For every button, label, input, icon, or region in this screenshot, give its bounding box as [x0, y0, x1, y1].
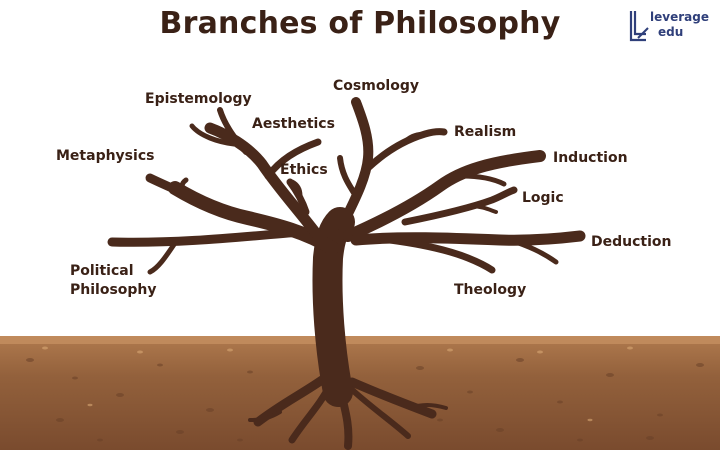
tree-trunk-branches: [107, 97, 586, 407]
page-title: Branches of Philosophy: [159, 6, 561, 41]
label-deduction: Deduction: [591, 234, 672, 250]
label-epistemology: Epistemology: [145, 91, 252, 107]
label-logic: Logic: [522, 190, 564, 206]
label-theology: Theology: [454, 282, 527, 298]
label-ethics: Ethics: [280, 162, 328, 178]
label-political-line2: Philosophy: [70, 282, 157, 298]
label-realism: Realism: [454, 124, 517, 140]
logo-text-edu: edu: [658, 25, 684, 39]
label-political-line1: Political: [70, 263, 134, 279]
book-icon: [629, 11, 649, 42]
leverage-edu-logo: leverage edu: [628, 6, 709, 50]
label-metaphysics: Metaphysics: [56, 148, 155, 164]
label-induction: Induction: [553, 150, 628, 166]
logo-text-leverage: leverage: [650, 10, 709, 24]
label-aesthetics: Aesthetics: [252, 116, 335, 132]
label-cosmology: Cosmology: [333, 78, 419, 94]
